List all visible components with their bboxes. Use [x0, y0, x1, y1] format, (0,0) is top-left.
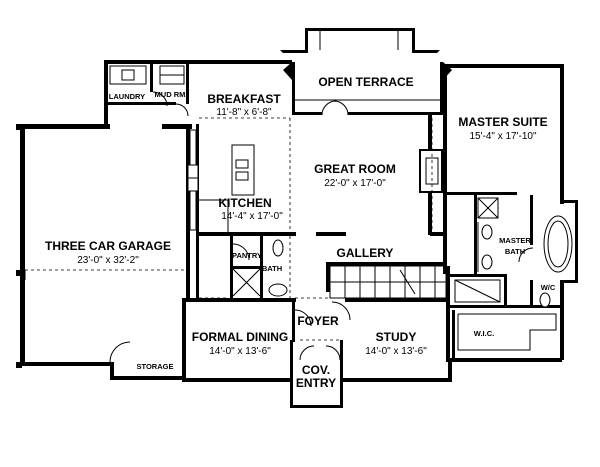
dims-kitchen: 14'-4" x 17'-0"	[221, 211, 283, 222]
label-pantry: PANTRY	[232, 251, 262, 260]
stairs	[329, 265, 447, 299]
label-open-terrace: OPEN TERRACE	[318, 75, 413, 89]
label-wic: W.I.C.	[474, 329, 494, 338]
laundry-fixtures	[109, 65, 189, 117]
dims-garage: 23'-0" x 32'-2"	[77, 255, 139, 266]
label-kitchen: KITCHEN	[218, 196, 271, 210]
kitchen-fixtures	[187, 129, 255, 232]
dashed-lines	[25, 117, 433, 341]
label-master-bath-1: MASTER	[499, 236, 531, 245]
dims-great-room: 22'-0" x 17'-0"	[324, 178, 386, 189]
dims-breakfast: 11'-8" x 6'-8"	[216, 107, 272, 118]
label-study: STUDY	[376, 330, 417, 344]
label-gallery: GALLERY	[337, 246, 394, 260]
label-foyer: FOYER	[297, 314, 339, 328]
label-great-room: GREAT ROOM	[314, 162, 396, 176]
room-labels: LAUNDRY MUD RM. BREAKFAST 11'-8" x 6'-8"…	[45, 75, 556, 390]
dims-master-suite: 15'-4" x 17'-10"	[469, 131, 537, 142]
label-laundry: LAUNDRY	[109, 92, 145, 101]
label-bath: BATH	[262, 264, 282, 273]
interior-walls	[104, 64, 562, 362]
label-master-suite: MASTER SUITE	[458, 115, 547, 129]
wic-fixtures	[457, 313, 557, 351]
label-storage: STORAGE	[137, 362, 174, 371]
label-formal-dining: FORMAL DINING	[192, 330, 288, 344]
label-wc: W/C	[541, 283, 556, 292]
label-master-bath-2: BATH	[505, 247, 525, 256]
label-cov-entry-2: ENTRY	[296, 376, 336, 390]
open-terrace-area	[283, 31, 452, 116]
label-cov-entry-1: COV.	[302, 363, 330, 377]
label-mud-room: MUD RM.	[155, 90, 188, 99]
exterior-walls	[20, 28, 578, 408]
label-breakfast: BREAKFAST	[207, 92, 281, 106]
dims-study: 14'-0" x 13'-6"	[365, 346, 427, 357]
label-garage: THREE CAR GARAGE	[45, 239, 171, 253]
dims-formal-dining: 14'-0" x 13'-6"	[209, 346, 271, 357]
pantry-bath-fixtures	[232, 239, 288, 297]
doors	[16, 124, 351, 368]
master-bath-fixtures	[454, 197, 573, 308]
